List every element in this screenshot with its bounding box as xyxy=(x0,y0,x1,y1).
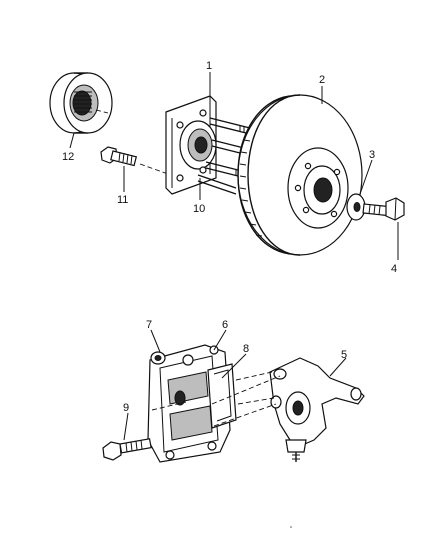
part-5-steering-knuckle xyxy=(269,357,365,462)
callout-11: 11 xyxy=(117,194,128,206)
callout-4: 4 xyxy=(391,263,397,275)
part-12-tone-ring xyxy=(49,72,113,134)
part-9-caliper-bolt xyxy=(102,438,152,461)
callout-7: 7 xyxy=(146,319,152,331)
part-4-bolt xyxy=(362,197,405,221)
callout-8: 8 xyxy=(243,343,249,355)
callout-2: 2 xyxy=(319,74,325,86)
stray-dot xyxy=(290,526,292,528)
part-3-washer xyxy=(346,193,366,221)
part-1-hub-bearing xyxy=(165,95,217,195)
callout-5: 5 xyxy=(341,349,347,361)
part-7-caliper-pin xyxy=(150,351,166,365)
callout-1: 1 xyxy=(206,60,212,72)
part-2-brake-rotor xyxy=(237,94,363,256)
leader-lines xyxy=(69,72,399,441)
callout-3: 3 xyxy=(369,149,375,161)
callout-10: 10 xyxy=(193,203,205,215)
part-11-bolt xyxy=(100,146,169,175)
callout-9: 9 xyxy=(123,402,129,414)
assembly-alignment-lines xyxy=(151,371,281,427)
callout-12: 12 xyxy=(62,151,74,163)
part-8-brake-pad xyxy=(207,363,237,429)
callout-6: 6 xyxy=(222,319,228,331)
